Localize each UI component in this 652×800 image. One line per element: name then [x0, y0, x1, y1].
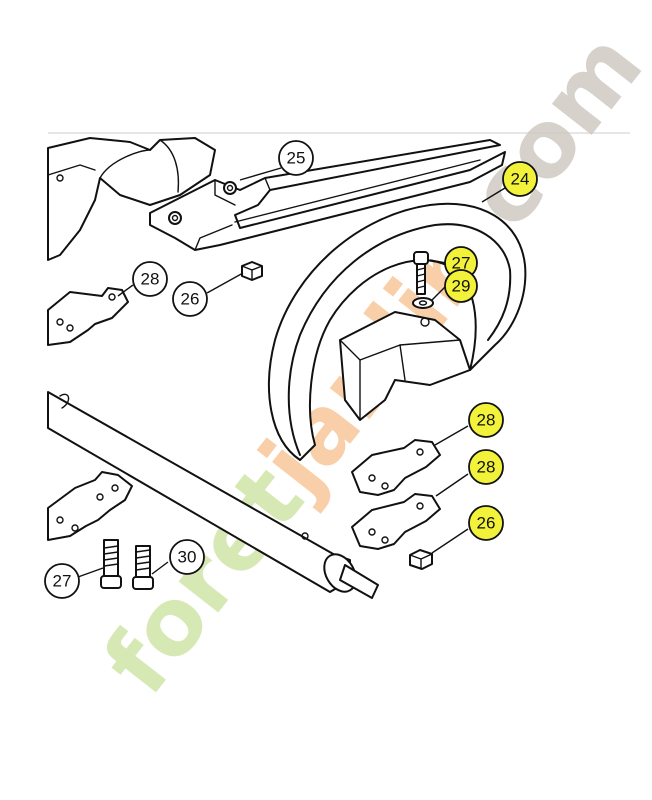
callout-circle-24 [502, 161, 538, 197]
bolt-30-bottom [132, 545, 154, 590]
callout-circle-25 [278, 140, 314, 176]
bolt-27-bottom [100, 539, 122, 589]
callout-28-right-lower: 28 [468, 449, 504, 485]
callout-label-25: 25 [287, 149, 306, 168]
callout-label-26-right: 26 [477, 514, 496, 533]
hex-nut-top [241, 261, 263, 281]
callout-label-24: 24 [511, 170, 530, 189]
hex-nut-right [409, 549, 433, 570]
callout-28-right-upper: 28 [468, 402, 504, 438]
clamp-housing-top-left [47, 137, 216, 261]
callout-circle-26-right [468, 505, 504, 541]
callout-26-top: 26 [172, 281, 208, 317]
clamp-half-left-top [47, 287, 129, 346]
drive-tube [47, 391, 379, 599]
handle-bar [149, 139, 506, 251]
callout-label-27-top: 27 [452, 254, 471, 273]
clamp-half-right-lower [351, 493, 441, 550]
callout-label-28-left: 28 [141, 270, 160, 289]
clamp-half-right-upper [351, 439, 441, 496]
callout-27-bottom: 27 [44, 563, 80, 599]
clamp-half-left-bottom [47, 471, 133, 541]
callout-label-29: 29 [452, 277, 471, 296]
callout-label-26-top: 26 [181, 290, 200, 309]
callout-29: 29 [444, 269, 478, 303]
callout-circle-28-left [132, 261, 168, 297]
callout-circle-28-right-upper [468, 402, 504, 438]
callout-24: 24 [502, 161, 538, 197]
callout-circle-27-bottom [44, 563, 80, 599]
callout-26-right: 26 [468, 505, 504, 541]
callout-label-28-right-upper: 28 [477, 411, 496, 430]
callout-label-30: 30 [178, 548, 197, 567]
callout-label-27-bottom: 27 [53, 572, 72, 591]
bolt-and-washer-top [412, 251, 434, 309]
callout-label-28-right-lower: 28 [477, 458, 496, 477]
callout-30: 30 [169, 539, 205, 575]
callout-circle-30 [169, 539, 205, 575]
callout-28-left: 28 [132, 261, 168, 297]
callout-circle-28-right-lower [468, 449, 504, 485]
callout-circle-29 [444, 269, 478, 303]
leader-lines [77, 167, 506, 578]
callout-circle-26-top [172, 281, 208, 317]
callout-25: 25 [278, 140, 314, 176]
